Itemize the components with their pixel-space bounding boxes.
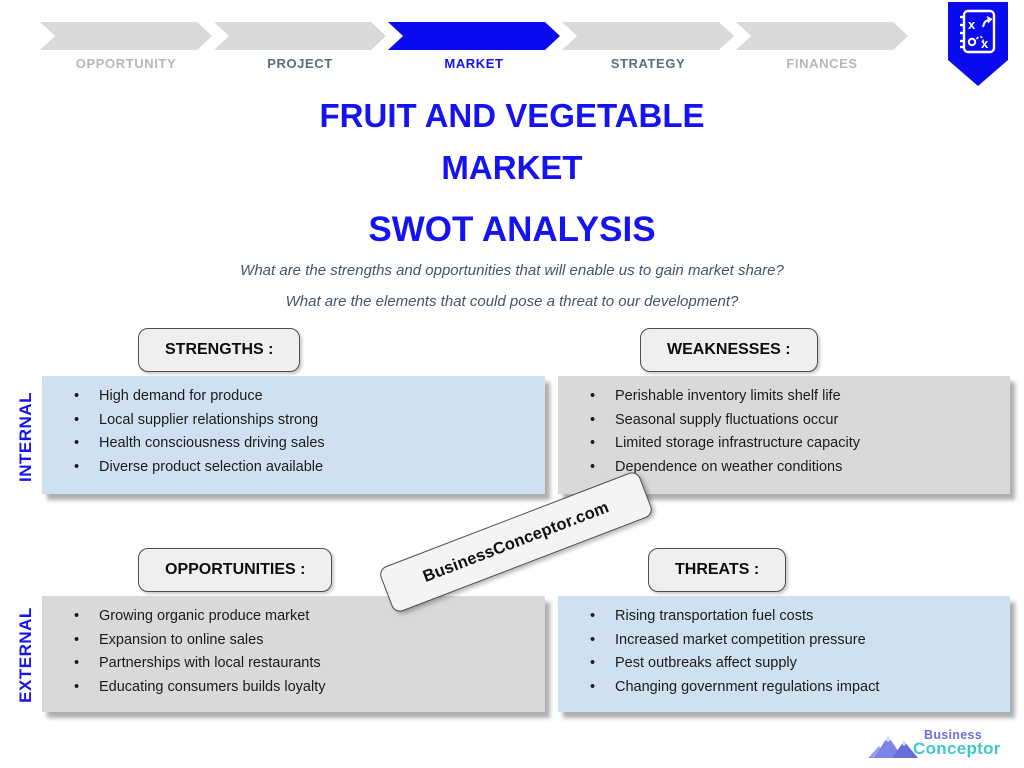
page-title: FRUIT AND VEGETABLE MARKET (0, 90, 1024, 194)
logo-text-business: Business (924, 728, 982, 742)
opportunities-label: OPPORTUNITIES : (138, 548, 333, 592)
chevron-step-market (388, 22, 560, 50)
list-item: Educating consumers builds loyalty (72, 676, 537, 700)
question-line-2: What are the elements that could pose a … (285, 293, 739, 310)
logo-text-conceptor: Conceptor (913, 739, 1001, 758)
list-item: Dependence on weather conditions (588, 456, 1002, 480)
analysis-title: SWOT ANALYSIS (368, 210, 656, 249)
chevron-step-finances (736, 22, 908, 50)
question-line-1: What are the strengths and opportunities… (240, 262, 784, 279)
list-item: Rising transportation fuel costs (588, 605, 1002, 629)
step-label-finances: FINANCES (786, 56, 858, 71)
threats-list: Rising transportation fuel costs Increas… (558, 596, 1010, 699)
step-label-project: PROJECT (267, 56, 333, 71)
list-item: Partnerships with local restaurants (72, 652, 537, 676)
strategy-tactics-ribbon-icon: x x (948, 2, 1008, 86)
brand-logo: Business Conceptor (866, 726, 1022, 766)
list-item: Increased market competition pressure (588, 629, 1002, 653)
page-title-line2: MARKET (441, 149, 583, 186)
chevron-step-opportunity (40, 22, 212, 50)
internal-axis-label: INTERNAL (16, 392, 35, 482)
list-item: Perishable inventory limits shelf life (588, 385, 1002, 409)
svg-text:x: x (981, 36, 989, 51)
list-item: Seasonal supply fluctuations occur (588, 409, 1002, 433)
chevron-step-project (214, 22, 386, 50)
list-item: Limited storage infrastructure capacity (588, 432, 1002, 456)
threats-label: THREATS : (648, 548, 787, 592)
opportunities-list: Growing organic produce market Expansion… (42, 596, 545, 699)
threats-box: Rising transportation fuel costs Increas… (558, 596, 1010, 712)
list-item: Expansion to online sales (72, 629, 537, 653)
page-title-line1: FRUIT AND VEGETABLE (319, 97, 705, 134)
step-label-market: MARKET (444, 56, 504, 71)
step-label-strategy: STRATEGY (610, 56, 686, 71)
list-item: Growing organic produce market (72, 605, 537, 629)
weaknesses-label: WEAKNESSES : (640, 328, 818, 372)
step-label-opportunity: OPPORTUNITY (75, 56, 177, 71)
external-axis-label: EXTERNAL (16, 607, 35, 703)
strengths-label: STRENGTHS : (138, 328, 301, 372)
chevron-step-strategy (562, 22, 734, 50)
list-item: Changing government regulations impact (588, 676, 1002, 700)
svg-text:x: x (968, 17, 976, 32)
mountains-icon (868, 736, 918, 758)
list-item: Diverse product selection available (72, 456, 537, 480)
list-item: Health consciousness driving sales (72, 432, 537, 456)
strengths-box: High demand for produce Local supplier r… (42, 376, 545, 494)
opportunities-box: Growing organic produce market Expansion… (42, 596, 545, 712)
weaknesses-list: Perishable inventory limits shelf life S… (558, 376, 1010, 479)
list-item: Pest outbreaks affect supply (588, 652, 1002, 676)
list-item: Local supplier relationships strong (72, 409, 537, 433)
strengths-list: High demand for produce Local supplier r… (42, 376, 545, 479)
list-item: High demand for produce (72, 385, 537, 409)
